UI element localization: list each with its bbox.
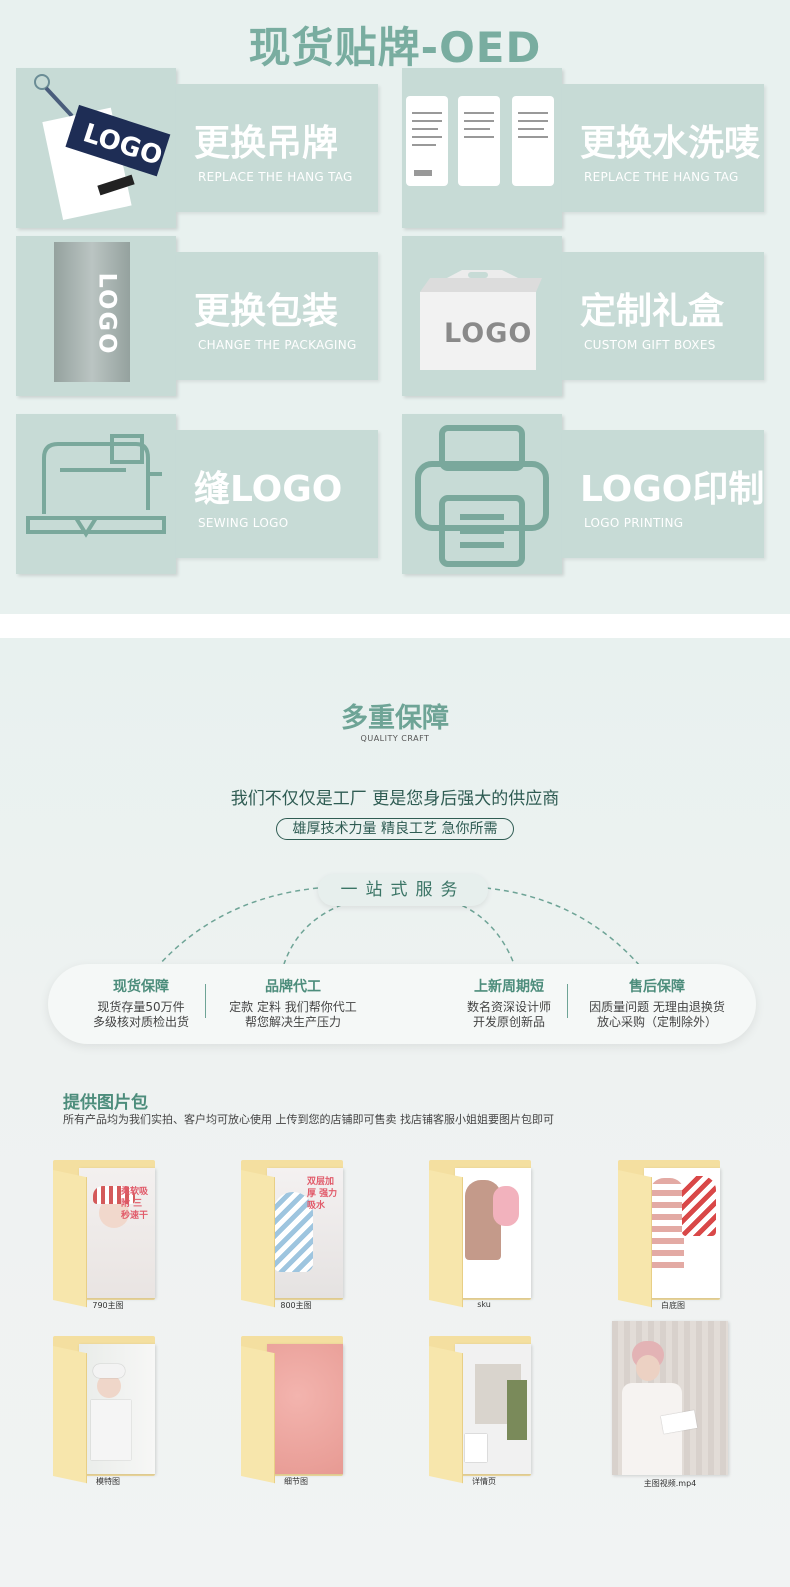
card-label: 更换吊牌 REPLACE THE HANG TAG xyxy=(176,84,378,212)
divider xyxy=(205,984,206,1018)
service-line: 现货存量50万件 xyxy=(97,1000,185,1014)
quality-subtitle: QUALITY CRAFT xyxy=(360,734,430,743)
main-video-thumbnail[interactable] xyxy=(612,1321,728,1475)
folder-thumbnail: 双层加厚 强力吸水 xyxy=(267,1168,343,1298)
folder-detail-page[interactable]: 详情页 xyxy=(429,1336,539,1486)
card-change-packaging: LOGO 更换包装 CHANGE THE PACKAGING xyxy=(16,236,378,396)
service-line: 因质量问题 无理由退换货 xyxy=(589,1000,725,1014)
folder-thumbnail xyxy=(267,1344,343,1474)
service-line: 帮您解决生产压力 xyxy=(244,1015,341,1029)
folder-front xyxy=(241,1170,275,1308)
hang-tag-image: LOGO xyxy=(16,68,176,228)
folder-caption: 细节图 xyxy=(284,1477,308,1486)
wash-label-icon xyxy=(406,96,554,186)
gift-box-icon xyxy=(420,270,542,370)
card-label: LOGO印制 LOGO PRINTING xyxy=(562,430,764,558)
card-title-en: LOGO PRINTING xyxy=(584,516,684,530)
one-stop-service-badge: 一站式服务 xyxy=(318,874,488,906)
service-after-sales: 售后保障 因质量问题 无理由退换货 放心采购（定制除外） xyxy=(572,976,742,1030)
video-caption: 主图视频.mp4 xyxy=(643,1479,697,1488)
card-title-en: CHANGE THE PACKAGING xyxy=(198,338,357,352)
folder-caption: 详情页 xyxy=(472,1477,496,1486)
service-stock: 现货保障 现货存量50万件 多级核对质检出货 xyxy=(56,976,226,1030)
card-title-cn: 更换包装 xyxy=(194,291,339,332)
service-new-arrivals: 上新周期短 数名资深设计师 开发原创新品 xyxy=(424,976,594,1030)
hang-tag-icon xyxy=(34,74,171,220)
service-oem: 品牌代工 定款 定料 我们帮你代工 帮您解决生产压力 xyxy=(208,976,378,1030)
image-package-desc: 所有产品均为我们实拍、客户均可放心使用 上传到您的店铺即可售卖 找店铺客服小姐姐… xyxy=(63,1113,554,1126)
service-line: 多级核对质检出货 xyxy=(92,1015,189,1029)
sewing-image xyxy=(16,414,176,574)
folder-800-main[interactable]: 双层加厚 强力吸水 800主图 xyxy=(241,1160,351,1310)
service-title: 售后保障 xyxy=(629,979,685,995)
folder-caption: 790主图 xyxy=(92,1301,124,1310)
folder-thumbnail: 柔软吸附 三秒速干 xyxy=(79,1168,155,1298)
packaging-image: LOGO xyxy=(16,236,176,396)
card-sewing-logo: 缝LOGO SEWING LOGO xyxy=(16,414,378,574)
service-line: 定款 定料 我们帮你代工 xyxy=(229,1000,357,1014)
gift-box-logo-text: LOGO xyxy=(444,318,533,349)
quality-section: 多重保障 QUALITY CRAFT 我们不仅仅是工厂 更是您身后强大的供应商 … xyxy=(0,638,790,1587)
printer-icon xyxy=(415,425,549,567)
folder-790-main[interactable]: 柔软吸附 三秒速干 790主图 xyxy=(53,1160,163,1310)
card-custom-gift-box: LOGO 定制礼盒 CUSTOM GIFT BOXES xyxy=(402,236,764,396)
folder-thumbnail xyxy=(644,1168,720,1298)
card-label: 更换包装 CHANGE THE PACKAGING xyxy=(176,252,378,380)
folder-model[interactable]: 模特图 xyxy=(53,1336,163,1486)
card-title-cn: 定制礼盒 xyxy=(580,291,725,332)
card-title-en: REPLACE THE HANG TAG xyxy=(584,170,739,184)
card-title-cn: 更换吊牌 xyxy=(194,123,339,164)
quality-title: 多重保障 xyxy=(341,703,449,734)
sewing-machine-icon xyxy=(26,434,166,538)
service-line: 数名资深设计师 xyxy=(466,1000,551,1014)
folder-front xyxy=(429,1346,463,1484)
folder-caption: 800主图 xyxy=(280,1301,312,1310)
folder-front xyxy=(53,1170,87,1308)
folder-front xyxy=(618,1170,652,1308)
folder-white-bg[interactable]: 白底图 xyxy=(618,1160,728,1310)
card-title-cn: LOGO印制 xyxy=(580,469,765,510)
folder-thumbnail xyxy=(455,1168,531,1298)
folder-thumbnail xyxy=(79,1344,155,1474)
thumbnail-text: 柔软吸附 三秒速干 xyxy=(121,1187,149,1221)
folder-front xyxy=(53,1346,87,1484)
folder-detail[interactable]: 细节图 xyxy=(241,1336,351,1486)
folder-caption: 模特图 xyxy=(96,1477,120,1486)
card-label: 缝LOGO SEWING LOGO xyxy=(176,430,378,558)
card-replace-hang-tag: LOGO 更换吊牌 REPLACE THE HANG TAG xyxy=(16,68,378,228)
card-title-cn: 更换水洗唛 xyxy=(580,123,761,164)
packaging-bag xyxy=(54,242,130,382)
gift-box-image: LOGO xyxy=(402,236,562,396)
service-title: 现货保障 xyxy=(113,979,169,995)
service-line: 开发原创新品 xyxy=(472,1015,545,1029)
card-logo-printing: LOGO印制 LOGO PRINTING xyxy=(402,414,764,574)
oed-section: 现货贴牌-OED LOGO 更换吊牌 REPLACE THE HANG TAG xyxy=(0,0,790,614)
service-line: 放心采购（定制除外） xyxy=(596,1015,717,1029)
divider xyxy=(567,984,568,1018)
printing-image xyxy=(402,414,562,574)
service-title: 品牌代工 xyxy=(265,979,321,995)
folder-front xyxy=(429,1170,463,1308)
services-bar: 现货保障 现货存量50万件 多级核对质检出货 品牌代工 定款 定料 我们帮你代工… xyxy=(48,964,756,1044)
card-title-cn: 缝LOGO xyxy=(194,469,343,510)
card-title-en: SEWING LOGO xyxy=(198,516,289,530)
strength-pill: 雄厚技术力量 精良工艺 急你所需 xyxy=(276,818,514,840)
image-package-title: 提供图片包 xyxy=(63,1093,148,1113)
folder-caption: 白底图 xyxy=(661,1301,685,1310)
service-title: 上新周期短 xyxy=(474,979,544,995)
folder-sku[interactable]: sku xyxy=(429,1160,539,1310)
folder-front xyxy=(241,1346,275,1484)
thumbnail-text: 双层加厚 强力吸水 xyxy=(307,1177,338,1211)
supplier-statement: 我们不仅仅是工厂 更是您身后强大的供应商 xyxy=(230,789,560,809)
card-title-en: REPLACE THE HANG TAG xyxy=(198,170,353,184)
packaging-logo-text: LOGO xyxy=(93,272,122,356)
folder-caption: sku xyxy=(477,1300,491,1309)
card-label: 更换水洗唛 REPLACE THE HANG TAG xyxy=(562,84,764,212)
card-title-en: CUSTOM GIFT BOXES xyxy=(584,338,716,352)
folder-thumbnail xyxy=(455,1344,531,1474)
card-label: 定制礼盒 CUSTOM GIFT BOXES xyxy=(562,252,764,380)
wash-label-image xyxy=(402,68,562,228)
card-replace-wash-label: 更换水洗唛 REPLACE THE HANG TAG xyxy=(402,68,764,228)
oed-title: 现货贴牌-OED xyxy=(248,23,542,72)
